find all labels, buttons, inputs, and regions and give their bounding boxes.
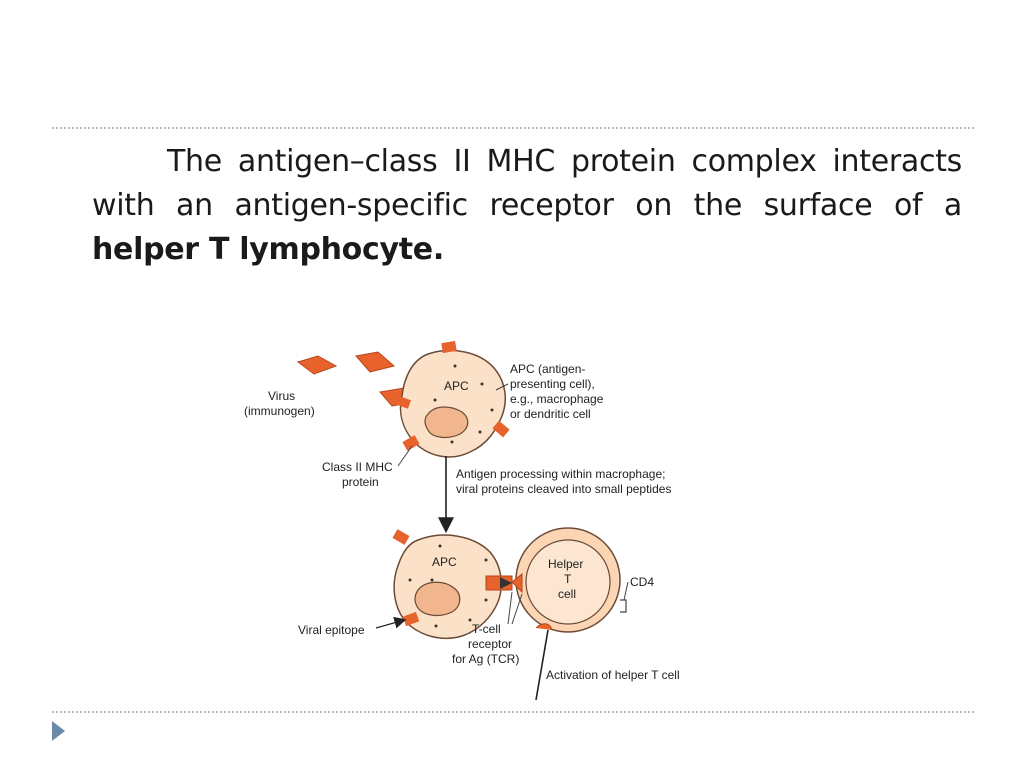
- virus-label: Virus: [268, 389, 295, 403]
- apc-desc-line-1: APC (antigen-: [510, 362, 585, 376]
- apc-cell-bottom: [392, 529, 513, 640]
- top-divider: [52, 127, 974, 129]
- slide-paragraph: The antigen–class II MHC protein complex…: [92, 140, 962, 272]
- paragraph-text: The antigen–class II MHC protein complex…: [92, 144, 962, 223]
- paragraph-bold-text: helper T lymphocyte.: [92, 232, 444, 267]
- apc-desc-line-2: presenting cell),: [510, 377, 595, 391]
- mhc-leader: [397, 445, 413, 467]
- apc-top-label: APC: [444, 379, 469, 393]
- virus-sublabel: (immunogen): [244, 404, 315, 418]
- bottom-divider: [52, 711, 974, 713]
- helper-t-cell: [511, 527, 627, 633]
- cd4-label: CD4: [630, 575, 654, 589]
- helper-label-line-2: T: [564, 572, 572, 586]
- apc-bottom-label: APC: [432, 555, 457, 569]
- activation-label: Activation of helper T cell: [546, 668, 680, 682]
- processing-line-2: viral proteins cleaved into small peptid…: [456, 482, 671, 496]
- apc-desc-line-3: e.g., macrophage: [510, 392, 604, 406]
- tcr-label-line-3: for Ag (TCR): [452, 652, 519, 666]
- helper-label-line-1: Helper: [548, 557, 583, 571]
- mhc-label-line-1: Class II MHC: [322, 460, 393, 474]
- viral-epitope-label: Viral epitope: [298, 623, 365, 637]
- apc-desc-line-4: or dendritic cell: [510, 407, 591, 421]
- apc-desc-leader: [495, 383, 509, 391]
- cd4-leader: [623, 581, 629, 601]
- activation-arrow: [535, 629, 549, 701]
- tcr-leader-2: [511, 593, 523, 625]
- processing-line-1: Antigen processing within macrophage;: [456, 467, 665, 481]
- tcr-label-line-2: receptor: [468, 637, 512, 651]
- helper-label-line-3: cell: [558, 587, 576, 601]
- tcr-label-line-1: T-cell: [472, 622, 501, 636]
- apc-cell-top: [396, 340, 510, 458]
- slide-bullet-arrow-icon: [52, 721, 65, 741]
- tcr-leader-1: [507, 591, 513, 625]
- viral-epitope-arrow: [375, 616, 407, 629]
- virus-particles: [296, 351, 415, 407]
- mhc-label-line-2: protein: [342, 475, 379, 489]
